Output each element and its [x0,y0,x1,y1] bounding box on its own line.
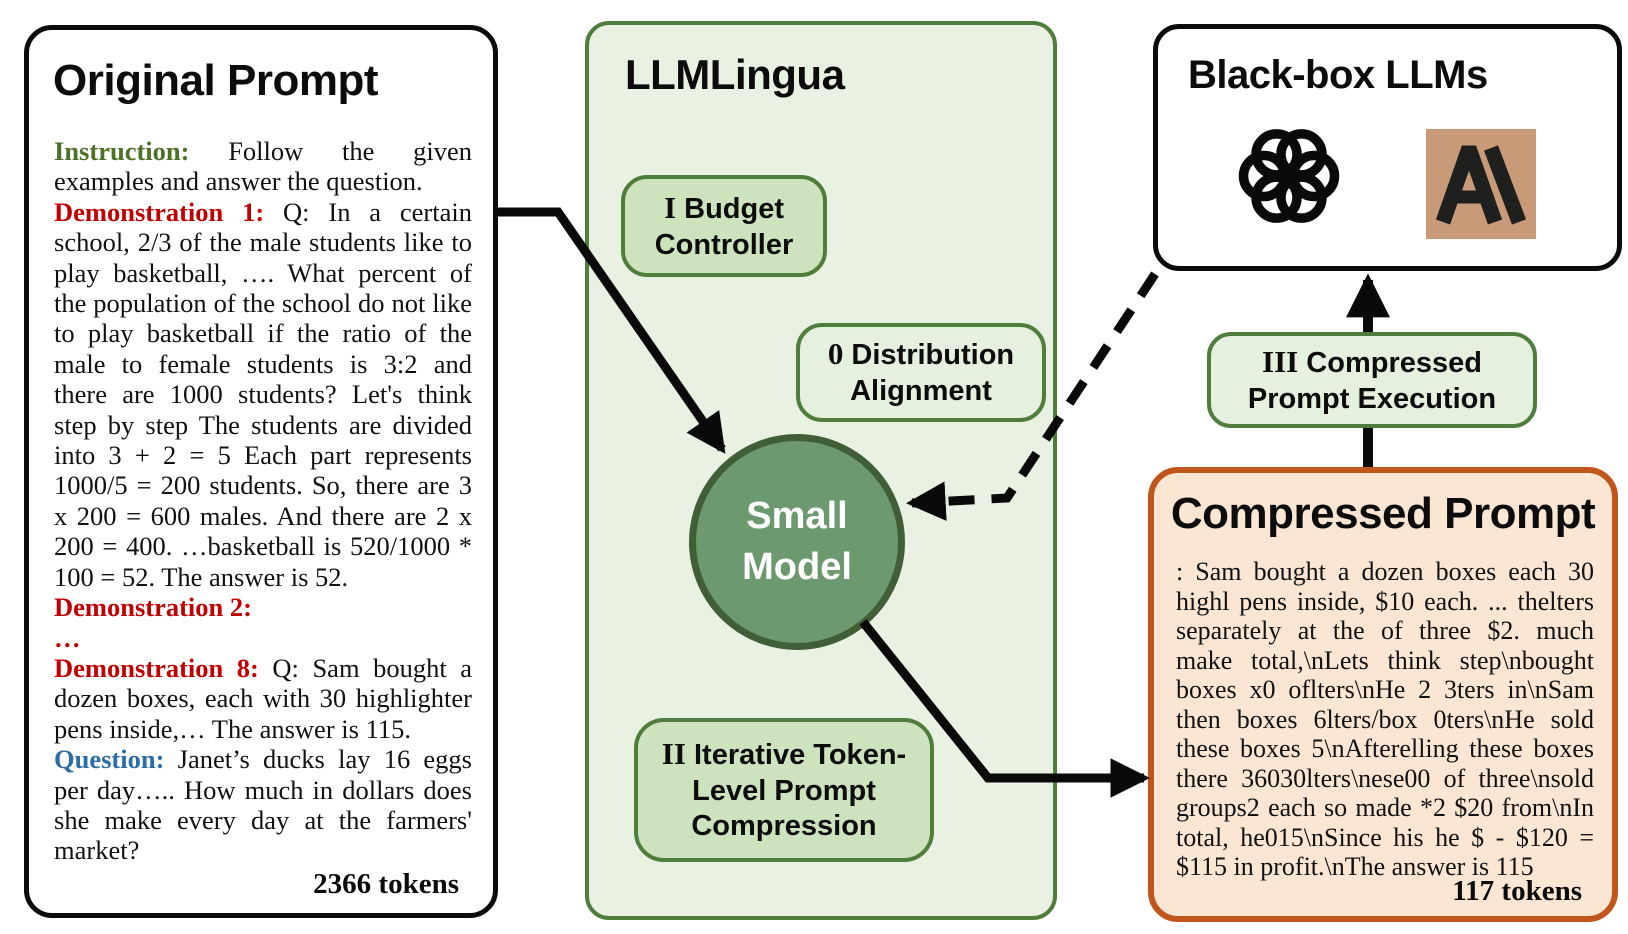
iterative-line3: Compression [691,810,877,843]
question-label: Question: [54,744,165,775]
iterative-line2: Level Prompt [692,774,876,807]
ellipsis-text: … [54,622,81,653]
blackbox-llms-title: Black-box LLMs [1188,53,1488,97]
budget-controller-label: I Budget Controller [655,189,794,264]
llmlingua-panel: LLMLingua I Budget Controller 0 Distribu… [585,21,1057,920]
instruction-text: Follow the given examples and answer the… [54,136,472,197]
compressed-prompt-panel: Compressed Prompt : Sam bought a dozen b… [1148,467,1618,922]
small-model-line1: Small [746,495,848,538]
demonstration8-text: Q: Sam bought a dozen boxes, each with 3… [54,652,472,744]
demonstration1-text: Q: In a certain school, 2/3 of the male … [54,196,472,592]
small-model-circle: Small Model [689,434,905,650]
demonstration8-label: Demonstration 8: [54,652,259,683]
distribution-line2: Alignment [850,375,992,407]
original-prompt-body: Instruction: Follow the given examples a… [54,136,472,866]
budget-line1: Budget [684,192,784,225]
execution-line2: Prompt Execution [1247,382,1497,415]
ellipsis-paragraph: … [54,623,472,653]
distribution-numeral: 0 [827,336,844,372]
execution-line1: Compressed [1306,346,1482,379]
budget-line2: Controller [654,228,794,261]
llmlingua-title: LLMLingua [625,51,845,98]
budget-controller-box: I Budget Controller [621,175,827,277]
openai-logo-icon [1238,129,1340,223]
compressed-token-count: 117 tokens [1452,875,1582,907]
compressed-prompt-execution-box: III Compressed Prompt Execution [1207,332,1537,428]
instruction-label: Instruction: [54,136,190,166]
original-prompt-panel: Original Prompt Instruction: Follow the … [24,25,498,918]
execution-numeral: III [1262,343,1299,379]
demonstration2-paragraph: Demonstration 2: [54,592,472,622]
small-model-line2: Model [742,546,852,588]
question-text: Janet’s ducks lay 16 eggs per day….. How… [54,744,472,866]
distribution-line1: Distribution [851,339,1015,372]
iterative-numeral: II [661,735,686,771]
small-model-label: Small Model [742,491,852,592]
distribution-alignment-box: 0 Distribution Alignment [796,323,1046,422]
original-token-count: 2366 tokens [313,868,459,900]
iterative-compression-label: II Iterative Token- Level Prompt Compres… [662,735,906,846]
instruction-paragraph: Instruction: Follow the given examples a… [54,136,472,197]
compressed-prompt-execution-label: III Compressed Prompt Execution [1248,343,1496,418]
demonstration1-label: Demonstration 1: [54,196,265,227]
demonstration2-label: Demonstration 2: [54,592,252,623]
question-paragraph: Question: Janet’s ducks lay 16 eggs per … [54,744,472,866]
distribution-alignment-label: 0 Distribution Alignment [828,335,1014,410]
iterative-line1: Iterative Token- [694,738,907,771]
demonstration8-paragraph: Demonstration 8: Q: Sam bought a dozen b… [54,653,472,744]
original-prompt-title: Original Prompt [53,56,378,105]
anthropic-logo-icon [1426,129,1536,239]
iterative-compression-box: II Iterative Token- Level Prompt Compres… [634,718,934,862]
budget-numeral: I [663,189,677,225]
compressed-prompt-text: : Sam bought a dozen boxes each 30 highl… [1176,557,1594,881]
compressed-prompt-title: Compressed Prompt [1170,489,1596,538]
demonstration1-paragraph: Demonstration 1: Q: In a certain school,… [54,197,472,592]
blackbox-llms-panel: Black-box LLMs [1153,24,1622,271]
